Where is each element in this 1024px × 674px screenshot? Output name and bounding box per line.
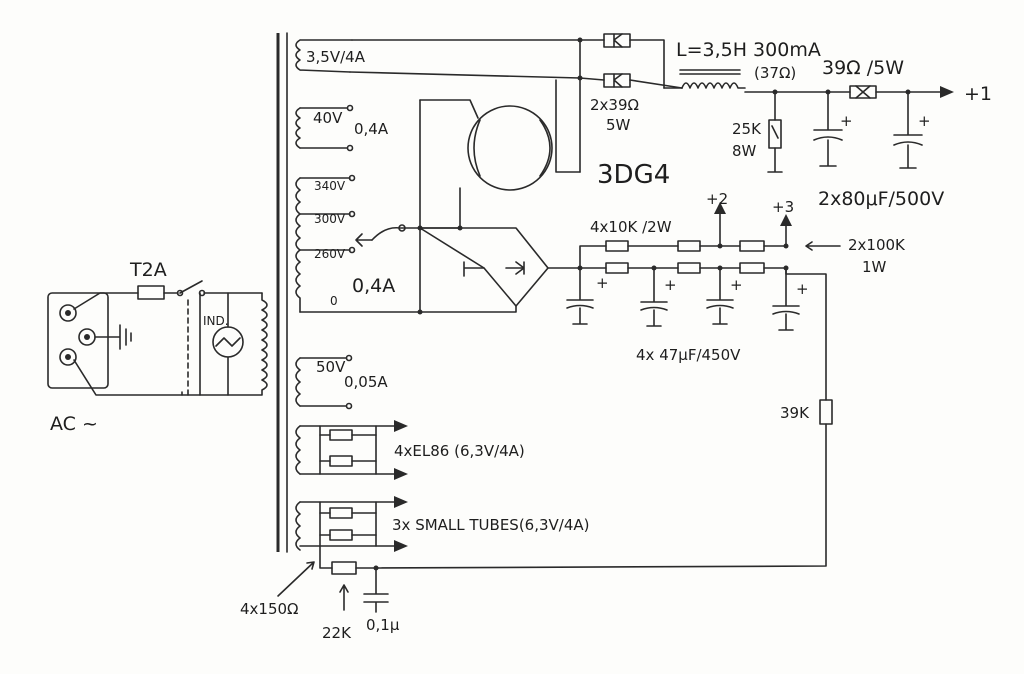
- tap-selector-arrow: [355, 233, 373, 247]
- heater1-label: 4xEL86 (6,3V/4A): [394, 442, 525, 460]
- rectifier-tube-3dg4: [467, 105, 553, 191]
- tap-0: 0: [330, 294, 338, 308]
- bridge-rectifier: [419, 227, 549, 307]
- heater-section: 4xEL86 (6,3V/4A) 3x SMALL TUBES(6,3V/4A)…: [240, 420, 590, 642]
- winding2-curr: 0,4A: [354, 120, 389, 138]
- rc-filter-ladder: +2 +3 + + + + 4x10K /2W 2x100K 1W 4x 47μF/…: [377, 190, 906, 569]
- svg-text:+: +: [664, 276, 677, 294]
- tap-300v: 300V: [314, 212, 346, 226]
- svg-text:+: +: [840, 112, 853, 130]
- winding2-volt: 40V: [313, 109, 343, 127]
- r22k-label: 22K: [322, 624, 352, 642]
- svg-text:+: +: [918, 112, 931, 130]
- resistor-100k-b: [739, 262, 765, 274]
- cap-47uf-2: [640, 267, 668, 327]
- winding3-curr: 0,4A: [352, 275, 395, 297]
- choke-resistance: (37Ω): [754, 64, 796, 82]
- ac-label: AC ~: [50, 413, 98, 435]
- svg-text:+: +: [596, 274, 609, 292]
- mains-input: IND. T2A AC ~: [47, 259, 268, 435]
- heater2-label: 3x SMALL TUBES(6,3V/4A): [392, 516, 590, 534]
- diode-bottom: [603, 73, 631, 88]
- choke-label: L=3,5H 300mA: [676, 39, 821, 61]
- bleeder-label: 25K: [732, 120, 762, 138]
- winding1-label: 3,5V/4A: [306, 48, 366, 66]
- r100k-watt: 1W: [862, 258, 887, 276]
- resistor-10k-b: [677, 240, 701, 252]
- cap-47uf-1: [566, 267, 594, 325]
- bleeder-watt: 8W: [732, 142, 757, 160]
- svg-text:+: +: [796, 280, 809, 298]
- resistor-10k-c: [605, 262, 629, 274]
- resistor-22k: [331, 561, 357, 575]
- cap-47uf-4: [772, 267, 800, 331]
- cap-47uf-3: [706, 267, 734, 325]
- bleeder-resistor-25k: [768, 119, 782, 149]
- ladder-resistors-label: 4x10K /2W: [590, 218, 672, 236]
- resistor-39k: [819, 399, 833, 425]
- ladder-caps-label: 4x 47μF/450V: [636, 346, 741, 364]
- power-switch: [179, 280, 203, 294]
- fuse-t2a: [137, 285, 165, 300]
- c01-label: 0,1μ: [366, 616, 400, 634]
- transformer-core: [276, 32, 288, 553]
- r150-label: 4x150Ω: [240, 600, 299, 618]
- choke-inductor: [681, 82, 746, 89]
- filter-cap-2: [893, 91, 923, 169]
- secondary-windings: 3,5V/4A 40V 0,4A 340V 300V 260V 0 0,4A 5…: [295, 39, 421, 410]
- output-1: +1: [964, 83, 992, 105]
- lamp-label: IND.: [203, 314, 229, 328]
- r100k-label: 2x100K: [848, 236, 906, 254]
- rect-resistor-label: 2x39Ω: [590, 96, 639, 114]
- winding4-volt: 50V: [316, 358, 346, 376]
- output-2: +2: [706, 190, 728, 208]
- resistor-100k-a: [739, 240, 765, 252]
- filter-caps-label: 2x80μF/500V: [818, 188, 944, 210]
- cap-0-1u: [363, 567, 389, 613]
- resistor-10k-a: [605, 240, 629, 252]
- ac-socket: [47, 292, 109, 389]
- tap-340v: 340V: [314, 179, 346, 193]
- tap-260v: 260V: [314, 247, 346, 261]
- diode-top: [603, 33, 631, 48]
- svg-text:+: +: [730, 276, 743, 294]
- r39k-label: 39K: [780, 404, 810, 422]
- rectifier-section: 2x39Ω 5W 3DG4 L=3,5H 300mA (37Ω) 39Ω /5W…: [349, 33, 992, 315]
- fuse-label: T2A: [129, 259, 167, 281]
- series-resistor-label: 39Ω /5W: [822, 57, 904, 79]
- output-3: +3: [772, 198, 794, 216]
- rect-resistor-watt: 5W: [606, 116, 631, 134]
- winding4-curr: 0,05A: [344, 373, 388, 391]
- tube-label: 3DG4: [597, 160, 670, 190]
- resistor-10k-d: [677, 262, 701, 274]
- filter-cap-1: [813, 91, 843, 167]
